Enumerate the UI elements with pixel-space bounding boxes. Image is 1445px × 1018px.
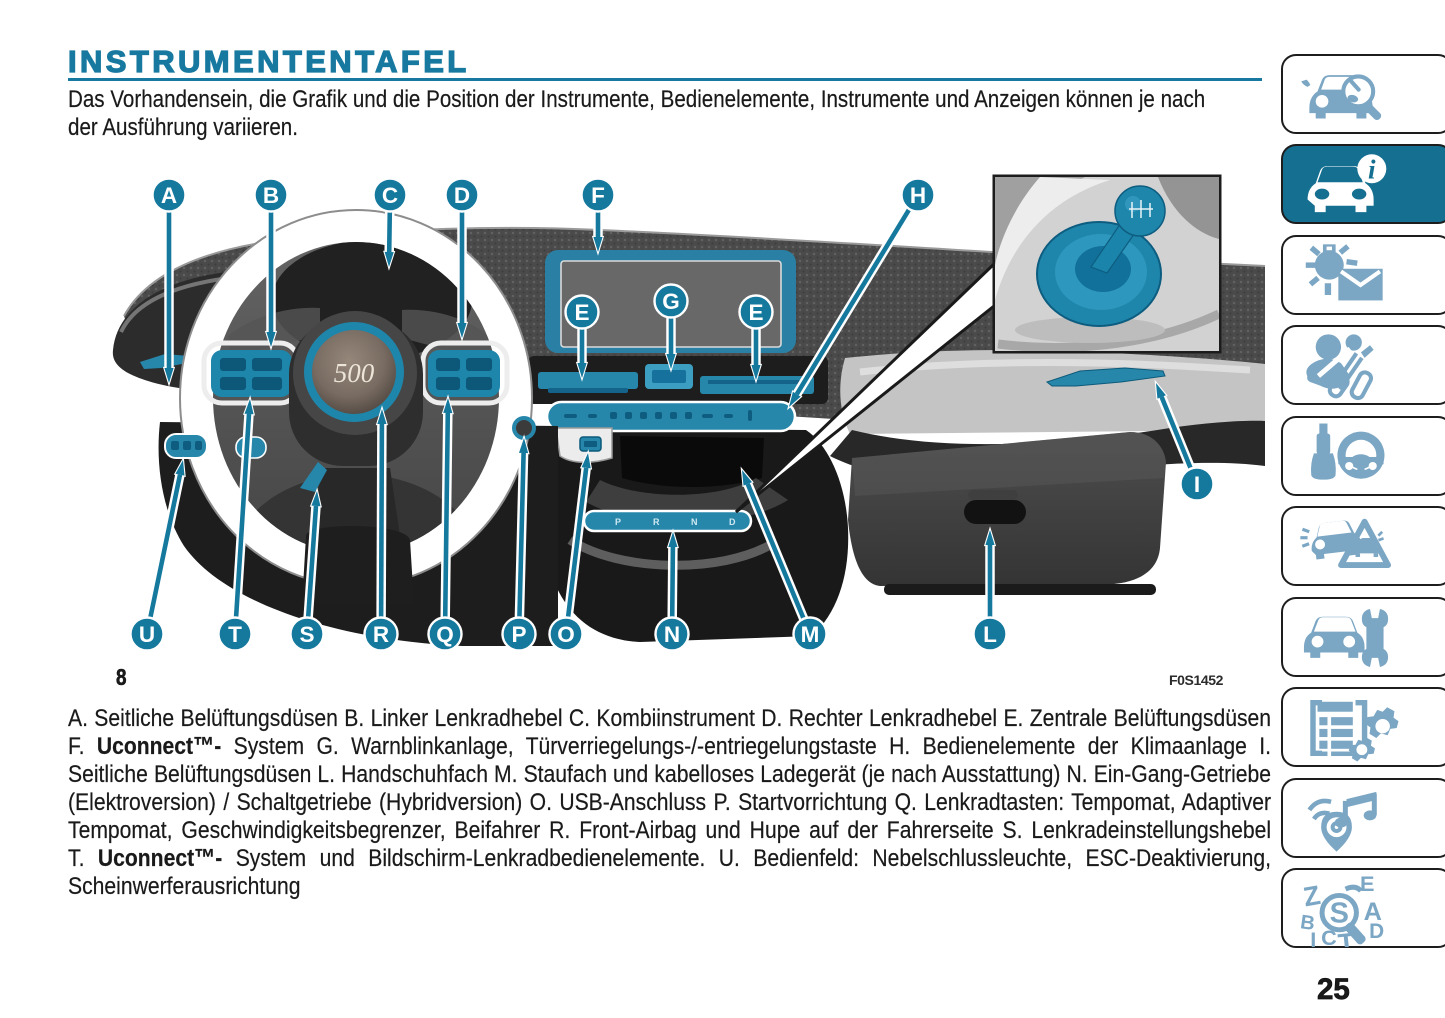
svg-text:N: N bbox=[691, 517, 698, 527]
svg-text:M: M bbox=[801, 622, 820, 647]
svg-text:U: U bbox=[139, 622, 155, 647]
svg-text:G: G bbox=[662, 289, 680, 314]
svg-text:I: I bbox=[1194, 472, 1200, 497]
svg-text:E: E bbox=[748, 300, 763, 325]
svg-text:P: P bbox=[511, 622, 526, 647]
svg-text:I: I bbox=[1310, 927, 1316, 947]
svg-text:P: P bbox=[615, 517, 621, 527]
svg-text:L: L bbox=[983, 622, 997, 647]
svg-text:O: O bbox=[557, 622, 575, 647]
svg-text:R: R bbox=[653, 517, 660, 527]
svg-text:T: T bbox=[228, 622, 242, 647]
svg-text:A: A bbox=[1364, 898, 1382, 926]
svg-text:S: S bbox=[1330, 898, 1349, 930]
svg-text:Z: Z bbox=[1301, 879, 1323, 912]
svg-text:H: H bbox=[910, 183, 926, 208]
svg-text:R: R bbox=[373, 622, 389, 647]
svg-text:i: i bbox=[1368, 155, 1376, 185]
svg-text:500: 500 bbox=[334, 358, 375, 388]
svg-text:N: N bbox=[664, 622, 680, 647]
svg-text:E: E bbox=[574, 300, 589, 325]
svg-text:Q: Q bbox=[436, 622, 454, 647]
svg-text:C: C bbox=[382, 183, 398, 208]
svg-text:D: D bbox=[454, 183, 470, 208]
svg-text:D: D bbox=[1369, 920, 1384, 943]
svg-text:D: D bbox=[729, 517, 736, 527]
svg-text:B: B bbox=[263, 183, 279, 208]
svg-text:A: A bbox=[161, 183, 177, 208]
svg-text:F: F bbox=[591, 183, 605, 208]
svg-text:S: S bbox=[299, 622, 314, 647]
svg-text:E: E bbox=[1360, 871, 1374, 896]
svg-text:B: B bbox=[1299, 911, 1316, 935]
